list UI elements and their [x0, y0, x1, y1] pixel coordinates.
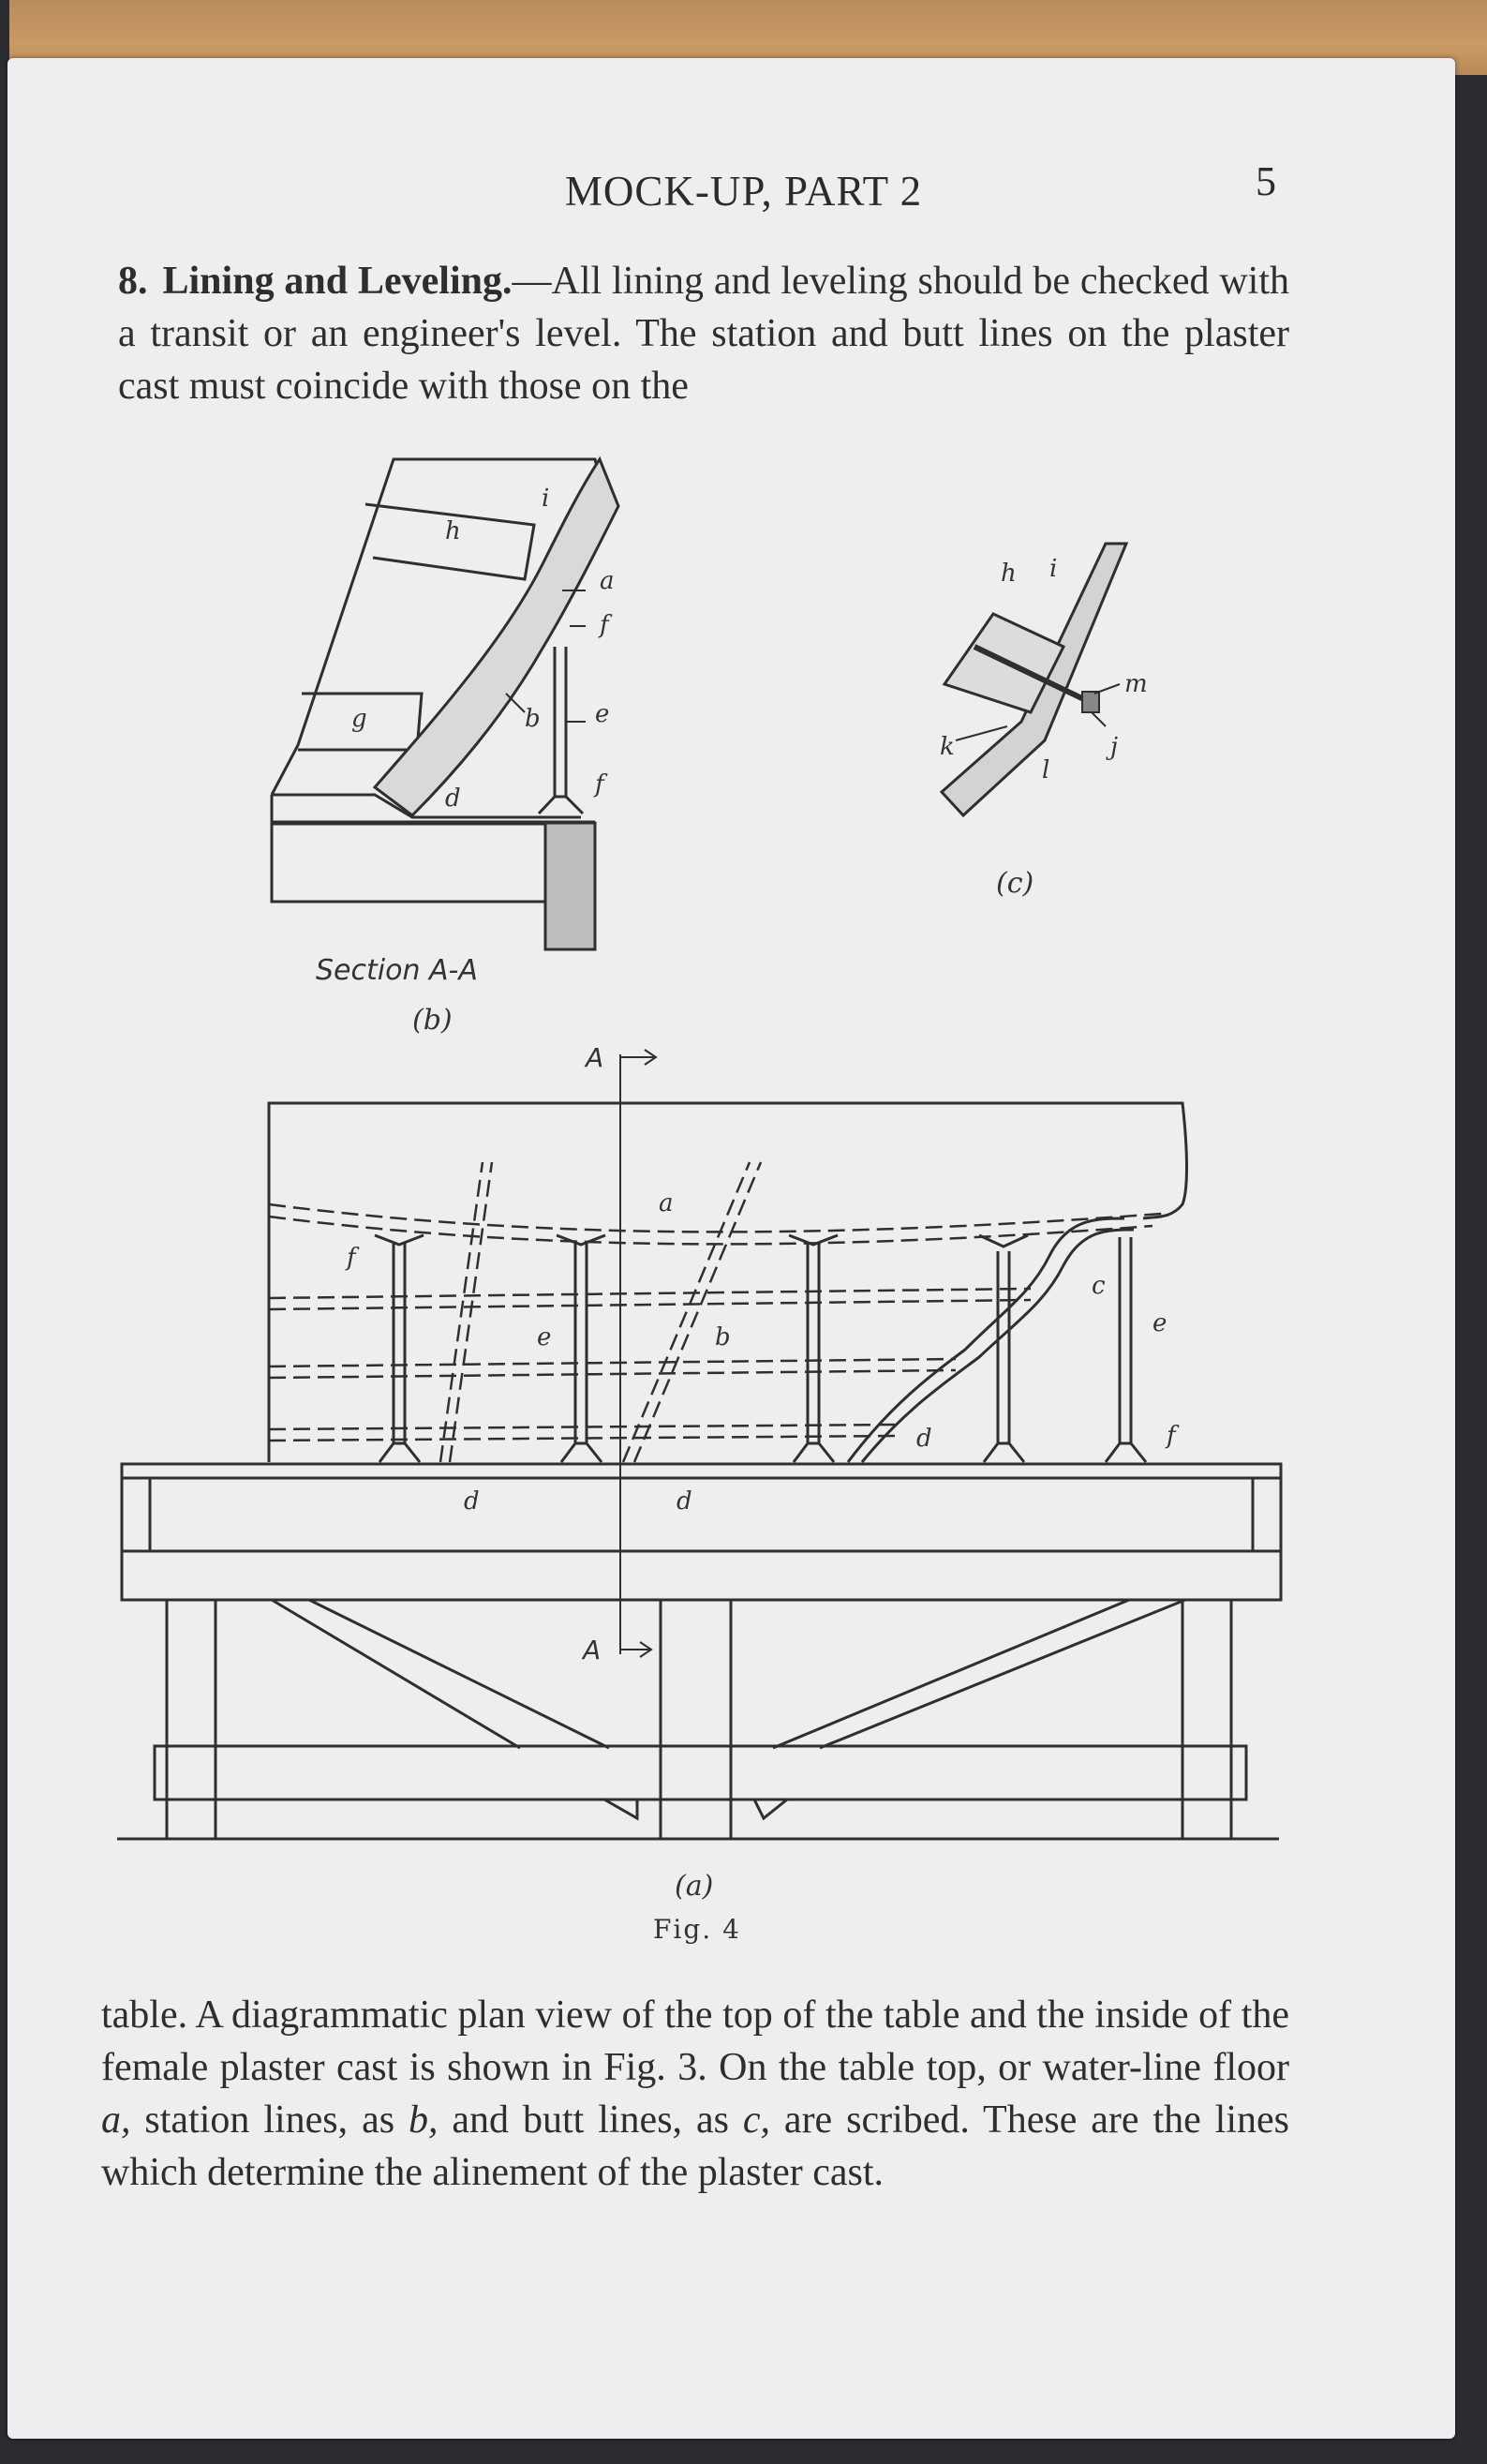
label-e-a-left: e — [537, 1323, 551, 1351]
para2-var-c: c, — [742, 2098, 771, 2142]
cast-outline-a — [267, 1101, 1188, 1462]
para2-text-1: table. A diagrammatic plan view of the t… — [101, 1994, 1289, 2089]
section-view-b — [270, 455, 620, 951]
paragraph-8-text: —All lining and leveling should be check… — [118, 260, 1290, 408]
label-a-b: a — [600, 567, 615, 595]
label-k-c: k — [940, 733, 955, 761]
stanchions — [374, 1233, 1148, 1463]
label-e-b: e — [595, 700, 609, 728]
label-d-b: d — [445, 784, 461, 813]
figure-caption: Fig. 4 — [653, 1914, 741, 1945]
plaster-shell — [372, 455, 620, 817]
label-m-c: m — [1124, 670, 1148, 698]
elevation-view-a — [117, 1049, 1283, 1841]
rib-h — [364, 502, 536, 581]
label-c-a: c — [1092, 1272, 1106, 1300]
section-marker-top: A — [584, 1042, 603, 1073]
label-g-b: g — [351, 705, 367, 733]
label-b-b: b — [525, 705, 541, 733]
label-f-b-top: f — [598, 611, 613, 639]
para2-text-4: are scribed. These are the lines which d… — [101, 2098, 1289, 2194]
table-leg-left — [165, 1598, 217, 1841]
para2-var-a: a, — [101, 2098, 131, 2142]
subfig-a-label: (a) — [675, 1870, 713, 1903]
paragraph-continuation: table. A diagrammatic plan view of the t… — [101, 1989, 1289, 2199]
para2-var-b: b, — [408, 2098, 439, 2142]
label-d-a-right: d — [916, 1425, 932, 1453]
label-b-a: b — [715, 1323, 731, 1351]
table-leg-section — [543, 821, 597, 951]
label-a-a: a — [659, 1189, 674, 1217]
label-f-b-bottom: f — [593, 770, 608, 799]
section-aa-label: Section A-A — [316, 954, 478, 987]
paragraph-8: 8. Lining and Leveling.—All lining and le… — [118, 255, 1289, 412]
detail-view-c-labels: h i m j k l (c) — [940, 555, 1148, 900]
label-i-b: i — [542, 485, 549, 513]
label-h-b: h — [445, 517, 461, 545]
label-h-c: h — [1001, 560, 1017, 588]
para2-text-2: station lines, as — [130, 2098, 409, 2142]
elevation-view-a-labels: A A a f e b c e d f d d (a) Fig. 4 — [345, 1042, 1180, 1945]
label-j-c: j — [1106, 733, 1118, 761]
detail-view-c — [939, 542, 1129, 818]
label-f-a-left: f — [345, 1244, 360, 1272]
subfig-c-label: (c) — [996, 867, 1033, 900]
table-frame — [120, 1549, 1283, 1602]
table-top — [120, 1462, 1283, 1480]
label-d-a-center: d — [677, 1487, 692, 1516]
table-stretcher — [153, 1744, 1248, 1801]
label-f-a-right: f — [1165, 1422, 1180, 1450]
table-leg-right — [1181, 1598, 1233, 1841]
label-d-a-left: d — [464, 1487, 480, 1516]
section-marker-bottom: A — [581, 1635, 601, 1665]
table-apron — [120, 1476, 1283, 1553]
detail-shell — [939, 542, 1129, 818]
para2-text-3: and butt lines, as — [438, 2098, 743, 2142]
detail-bolt — [973, 644, 1093, 706]
section-number: 8. — [118, 260, 148, 303]
subfig-b-label: (b) — [412, 1004, 453, 1037]
label-l-c: l — [1042, 756, 1049, 784]
rib-g — [298, 692, 424, 752]
table-leg-center — [659, 1598, 733, 1841]
section-title: Lining and Leveling. — [162, 260, 513, 303]
running-head: MOCK-UP, PART 2 — [564, 168, 923, 215]
label-e-a-right: e — [1152, 1309, 1167, 1337]
book-page — [7, 58, 1455, 2439]
page-number: 5 — [1256, 158, 1276, 204]
label-i-c: i — [1049, 555, 1057, 583]
